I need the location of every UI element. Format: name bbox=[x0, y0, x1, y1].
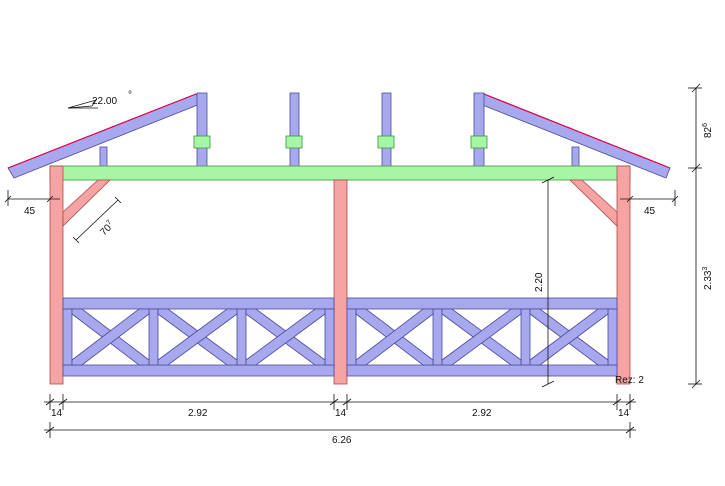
railing-cross-brace bbox=[245, 308, 326, 366]
railing-cross-brace bbox=[157, 308, 238, 366]
railing-post bbox=[236, 308, 247, 366]
roof-angle-unit: ° bbox=[128, 90, 132, 101]
dim-total-width: 6.26 bbox=[44, 422, 636, 446]
purlin-block bbox=[470, 135, 488, 149]
railing-cross-brace bbox=[355, 308, 434, 366]
railing-post bbox=[520, 308, 531, 366]
purlin-block bbox=[193, 135, 211, 149]
section-label: Rez: 2 bbox=[615, 375, 644, 386]
railing-top-rail bbox=[346, 297, 618, 310]
roof-stud bbox=[289, 92, 300, 168]
roof-stud bbox=[381, 92, 392, 168]
roof-stud bbox=[473, 92, 485, 168]
railing-top-rail bbox=[62, 297, 335, 310]
railing-post bbox=[324, 308, 335, 366]
dim-bottom-chain: 14 2.92 14 2.92 14 bbox=[44, 394, 636, 419]
angle-symbol bbox=[67, 99, 97, 109]
left-rafter-top-edge bbox=[7, 93, 197, 169]
short-stud bbox=[571, 146, 580, 168]
top-beam bbox=[49, 165, 631, 181]
dim-overhang-left: 45 bbox=[4, 190, 60, 217]
brace-right bbox=[569, 179, 618, 227]
railing-cross-brace bbox=[441, 308, 522, 366]
short-stud bbox=[99, 146, 108, 168]
brace-length-label: 707 bbox=[98, 219, 117, 238]
post-width-mid-label: 14 bbox=[335, 408, 347, 419]
railing-right bbox=[346, 297, 618, 377]
purlin-block bbox=[285, 135, 303, 149]
post-right bbox=[616, 165, 631, 385]
railing-left bbox=[62, 297, 335, 377]
roof bbox=[7, 93, 671, 179]
railing-cross-brace bbox=[529, 308, 609, 366]
bay-right-label: 2.92 bbox=[472, 408, 492, 419]
brace-left bbox=[62, 179, 111, 227]
roof-height-label: 826 bbox=[702, 123, 714, 138]
clear-height-label: 2.20 bbox=[534, 272, 545, 292]
post-mid bbox=[333, 179, 348, 385]
railing-post bbox=[148, 308, 159, 366]
railing-post bbox=[607, 308, 618, 366]
dim-vertical-right: 826 2.333 bbox=[688, 83, 714, 389]
overhang-right-label: 45 bbox=[644, 206, 656, 217]
roof-angle-value: 22.00 bbox=[92, 96, 117, 107]
roof-stud bbox=[196, 92, 208, 168]
bay-left-label: 2.92 bbox=[188, 408, 208, 419]
post-left bbox=[49, 165, 64, 385]
roof-angle-annotation: 22.00 ° bbox=[67, 90, 132, 109]
railing-post bbox=[432, 308, 443, 366]
railing-post bbox=[62, 308, 73, 366]
overhang-left-label: 45 bbox=[24, 206, 36, 217]
post-width-right-label: 14 bbox=[618, 408, 630, 419]
right-rafter-top-edge bbox=[483, 93, 671, 169]
dim-clear-height: 2.20 bbox=[534, 176, 555, 388]
total-width-label: 6.26 bbox=[332, 435, 352, 446]
purlin-block bbox=[377, 135, 395, 149]
railing-bottom-rail bbox=[62, 364, 335, 377]
dim-overhang-right: 45 bbox=[620, 190, 679, 217]
railing-cross-brace bbox=[71, 308, 150, 366]
post-width-left-label: 14 bbox=[51, 408, 63, 419]
railing-bottom-rail bbox=[346, 364, 618, 377]
posts bbox=[49, 165, 631, 385]
wall-height-label: 2.333 bbox=[702, 267, 714, 290]
railing-post bbox=[346, 308, 357, 366]
